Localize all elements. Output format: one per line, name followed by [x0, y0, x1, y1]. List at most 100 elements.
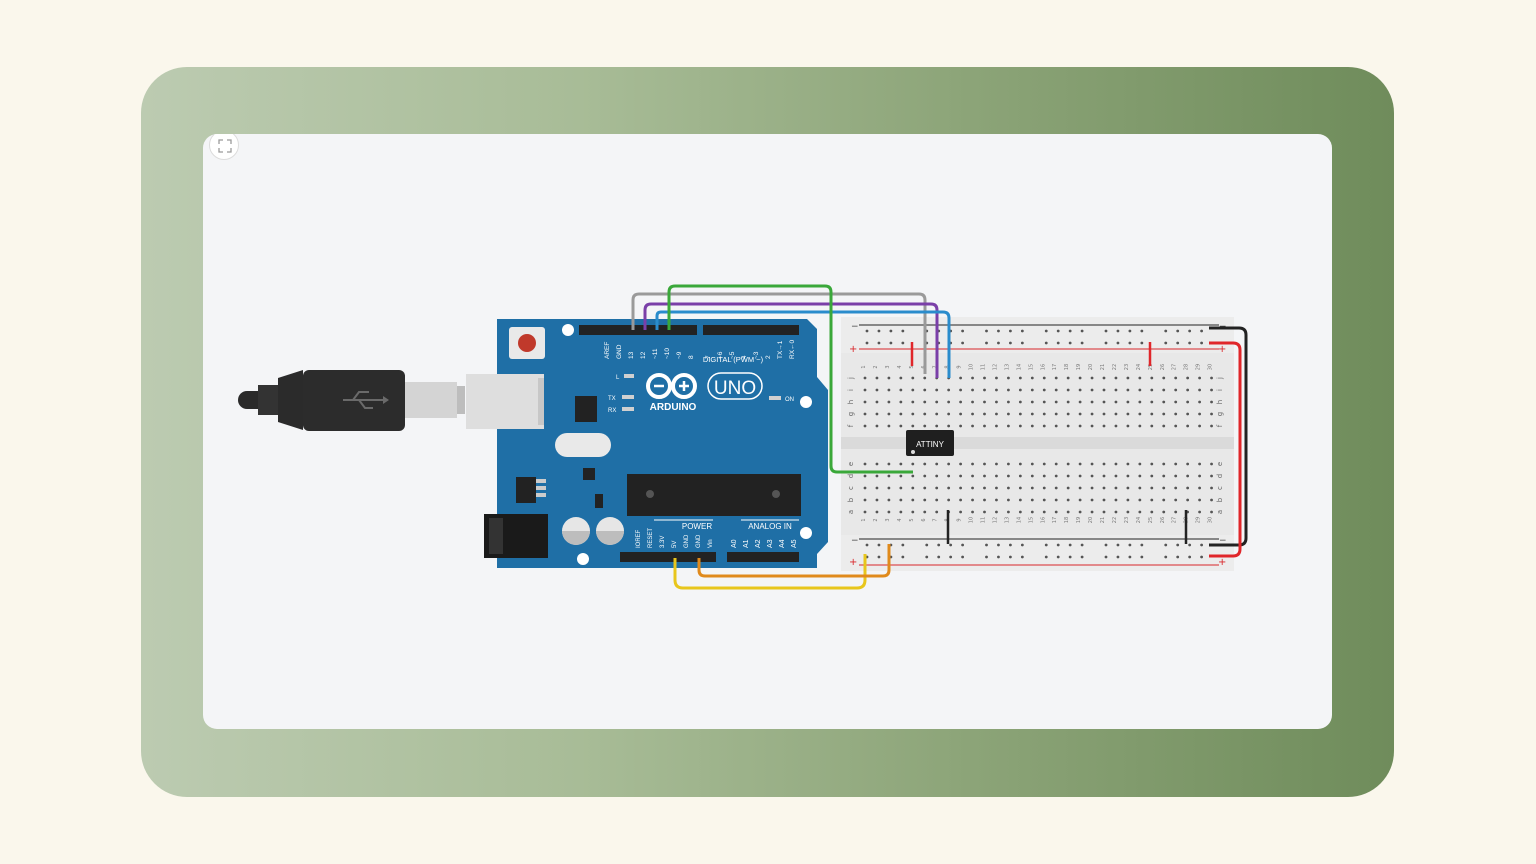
rail-hole[interactable]	[1056, 555, 1060, 559]
breadboard-hole[interactable]	[1186, 474, 1190, 478]
breadboard-hole[interactable]	[1174, 474, 1178, 478]
breadboard-hole[interactable]	[923, 424, 927, 428]
breadboard-hole[interactable]	[1078, 510, 1082, 514]
breadboard-hole[interactable]	[1114, 400, 1118, 404]
breadboard-hole[interactable]	[995, 412, 998, 416]
breadboard-hole[interactable]	[1102, 388, 1106, 392]
breadboard-hole[interactable]	[971, 412, 974, 416]
rail-hole[interactable]	[1116, 555, 1120, 559]
breadboard-hole[interactable]	[935, 462, 939, 466]
rail-hole[interactable]	[1104, 329, 1108, 333]
breadboard-hole[interactable]	[1210, 474, 1213, 478]
breadboard-hole[interactable]	[1126, 388, 1130, 392]
rail-hole[interactable]	[1164, 555, 1168, 559]
breadboard-hole[interactable]	[923, 412, 927, 416]
attiny-chip[interactable]: ATTINY	[906, 430, 954, 456]
breadboard-hole[interactable]	[1030, 486, 1034, 490]
breadboard-hole[interactable]	[1138, 498, 1142, 502]
rail-hole[interactable]	[925, 555, 929, 559]
breadboard-hole[interactable]	[899, 498, 903, 502]
breadboard-hole[interactable]	[923, 486, 927, 490]
breadboard-hole[interactable]	[1042, 474, 1046, 478]
rail-hole[interactable]	[1056, 329, 1060, 333]
breadboard-hole[interactable]	[1066, 376, 1070, 380]
breadboard-hole[interactable]	[923, 474, 927, 478]
breadboard-hole[interactable]	[1042, 498, 1046, 502]
breadboard-hole[interactable]	[1210, 400, 1213, 404]
breadboard-hole[interactable]	[1186, 424, 1190, 428]
breadboard-hole[interactable]	[1198, 510, 1201, 514]
breadboard-hole[interactable]	[1162, 510, 1166, 514]
breadboard-hole[interactable]	[1054, 412, 1058, 416]
rail-hole[interactable]	[901, 555, 905, 559]
rail-hole[interactable]	[1200, 543, 1203, 547]
breadboard-hole[interactable]	[899, 388, 903, 392]
breadboard-hole[interactable]	[1198, 424, 1201, 428]
rail-hole[interactable]	[865, 329, 869, 333]
breadboard-hole[interactable]	[1054, 486, 1058, 490]
breadboard-hole[interactable]	[995, 510, 998, 514]
rail-hole[interactable]	[1104, 341, 1108, 345]
breadboard-hole[interactable]	[1042, 412, 1046, 416]
breadboard-hole[interactable]	[1114, 510, 1118, 514]
rail-hole[interactable]	[937, 555, 941, 559]
breadboard-hole[interactable]	[863, 474, 867, 478]
red-wire[interactable]	[1209, 341, 1242, 558]
breadboard-hole[interactable]	[983, 486, 986, 490]
breadboard-hole[interactable]	[1210, 462, 1213, 466]
breadboard-hole[interactable]	[1126, 486, 1130, 490]
rail-hole[interactable]	[1044, 543, 1048, 547]
breadboard-hole[interactable]	[1162, 462, 1166, 466]
rail-hole[interactable]	[1104, 543, 1108, 547]
breadboard-hole[interactable]	[875, 424, 879, 428]
breadboard-hole[interactable]	[1138, 376, 1142, 380]
breadboard-hole[interactable]	[875, 388, 879, 392]
breadboard-hole[interactable]	[923, 388, 927, 392]
rail-hole[interactable]	[1188, 341, 1192, 345]
breadboard-hole[interactable]	[1138, 388, 1142, 392]
breadboard-hole[interactable]	[947, 424, 951, 428]
breadboard-hole[interactable]	[911, 424, 915, 428]
breadboard-hole[interactable]	[863, 424, 867, 428]
breadboard-hole[interactable]	[947, 486, 951, 490]
breadboard-hole[interactable]	[959, 486, 962, 490]
breadboard-hole[interactable]	[1066, 474, 1070, 478]
rail-hole[interactable]	[925, 543, 929, 547]
breadboard-hole[interactable]	[887, 412, 891, 416]
rail-hole[interactable]	[1200, 341, 1203, 345]
breadboard-hole[interactable]	[911, 462, 915, 466]
breadboard-hole[interactable]	[863, 388, 867, 392]
breadboard-hole[interactable]	[1042, 486, 1046, 490]
breadboard-hole[interactable]	[959, 412, 962, 416]
breadboard-hole[interactable]	[875, 400, 879, 404]
rail-hole[interactable]	[1068, 555, 1072, 559]
breadboard-hole[interactable]	[1186, 400, 1190, 404]
breadboard-hole[interactable]	[983, 498, 986, 502]
breadboard-hole[interactable]	[1030, 424, 1034, 428]
breadboard-hole[interactable]	[971, 510, 974, 514]
breadboard-hole[interactable]	[1042, 424, 1046, 428]
rail-hole[interactable]	[985, 543, 988, 547]
breadboard-hole[interactable]	[1007, 376, 1010, 380]
rail-hole[interactable]	[1200, 555, 1203, 559]
breadboard-hole[interactable]	[1138, 412, 1142, 416]
rail-hole[interactable]	[1140, 543, 1144, 547]
breadboard-hole[interactable]	[923, 400, 927, 404]
breadboard-hole[interactable]	[947, 474, 951, 478]
breadboard-hole[interactable]	[959, 510, 962, 514]
breadboard-hole[interactable]	[1210, 510, 1213, 514]
breadboard-hole[interactable]	[1114, 462, 1118, 466]
breadboard-hole[interactable]	[1150, 412, 1154, 416]
rail-hole[interactable]	[1009, 341, 1012, 345]
breadboard-hole[interactable]	[995, 474, 998, 478]
breadboard-hole[interactable]	[1114, 376, 1118, 380]
breadboard-hole[interactable]	[887, 424, 891, 428]
breadboard-hole[interactable]	[935, 498, 939, 502]
breadboard-hole[interactable]	[887, 498, 891, 502]
rail-hole[interactable]	[1009, 543, 1012, 547]
breadboard-hole[interactable]	[1150, 486, 1154, 490]
breadboard-hole[interactable]	[1210, 486, 1213, 490]
rail-hole[interactable]	[1140, 329, 1144, 333]
breadboard-hole[interactable]	[1007, 486, 1010, 490]
breadboard-hole[interactable]	[863, 400, 867, 404]
